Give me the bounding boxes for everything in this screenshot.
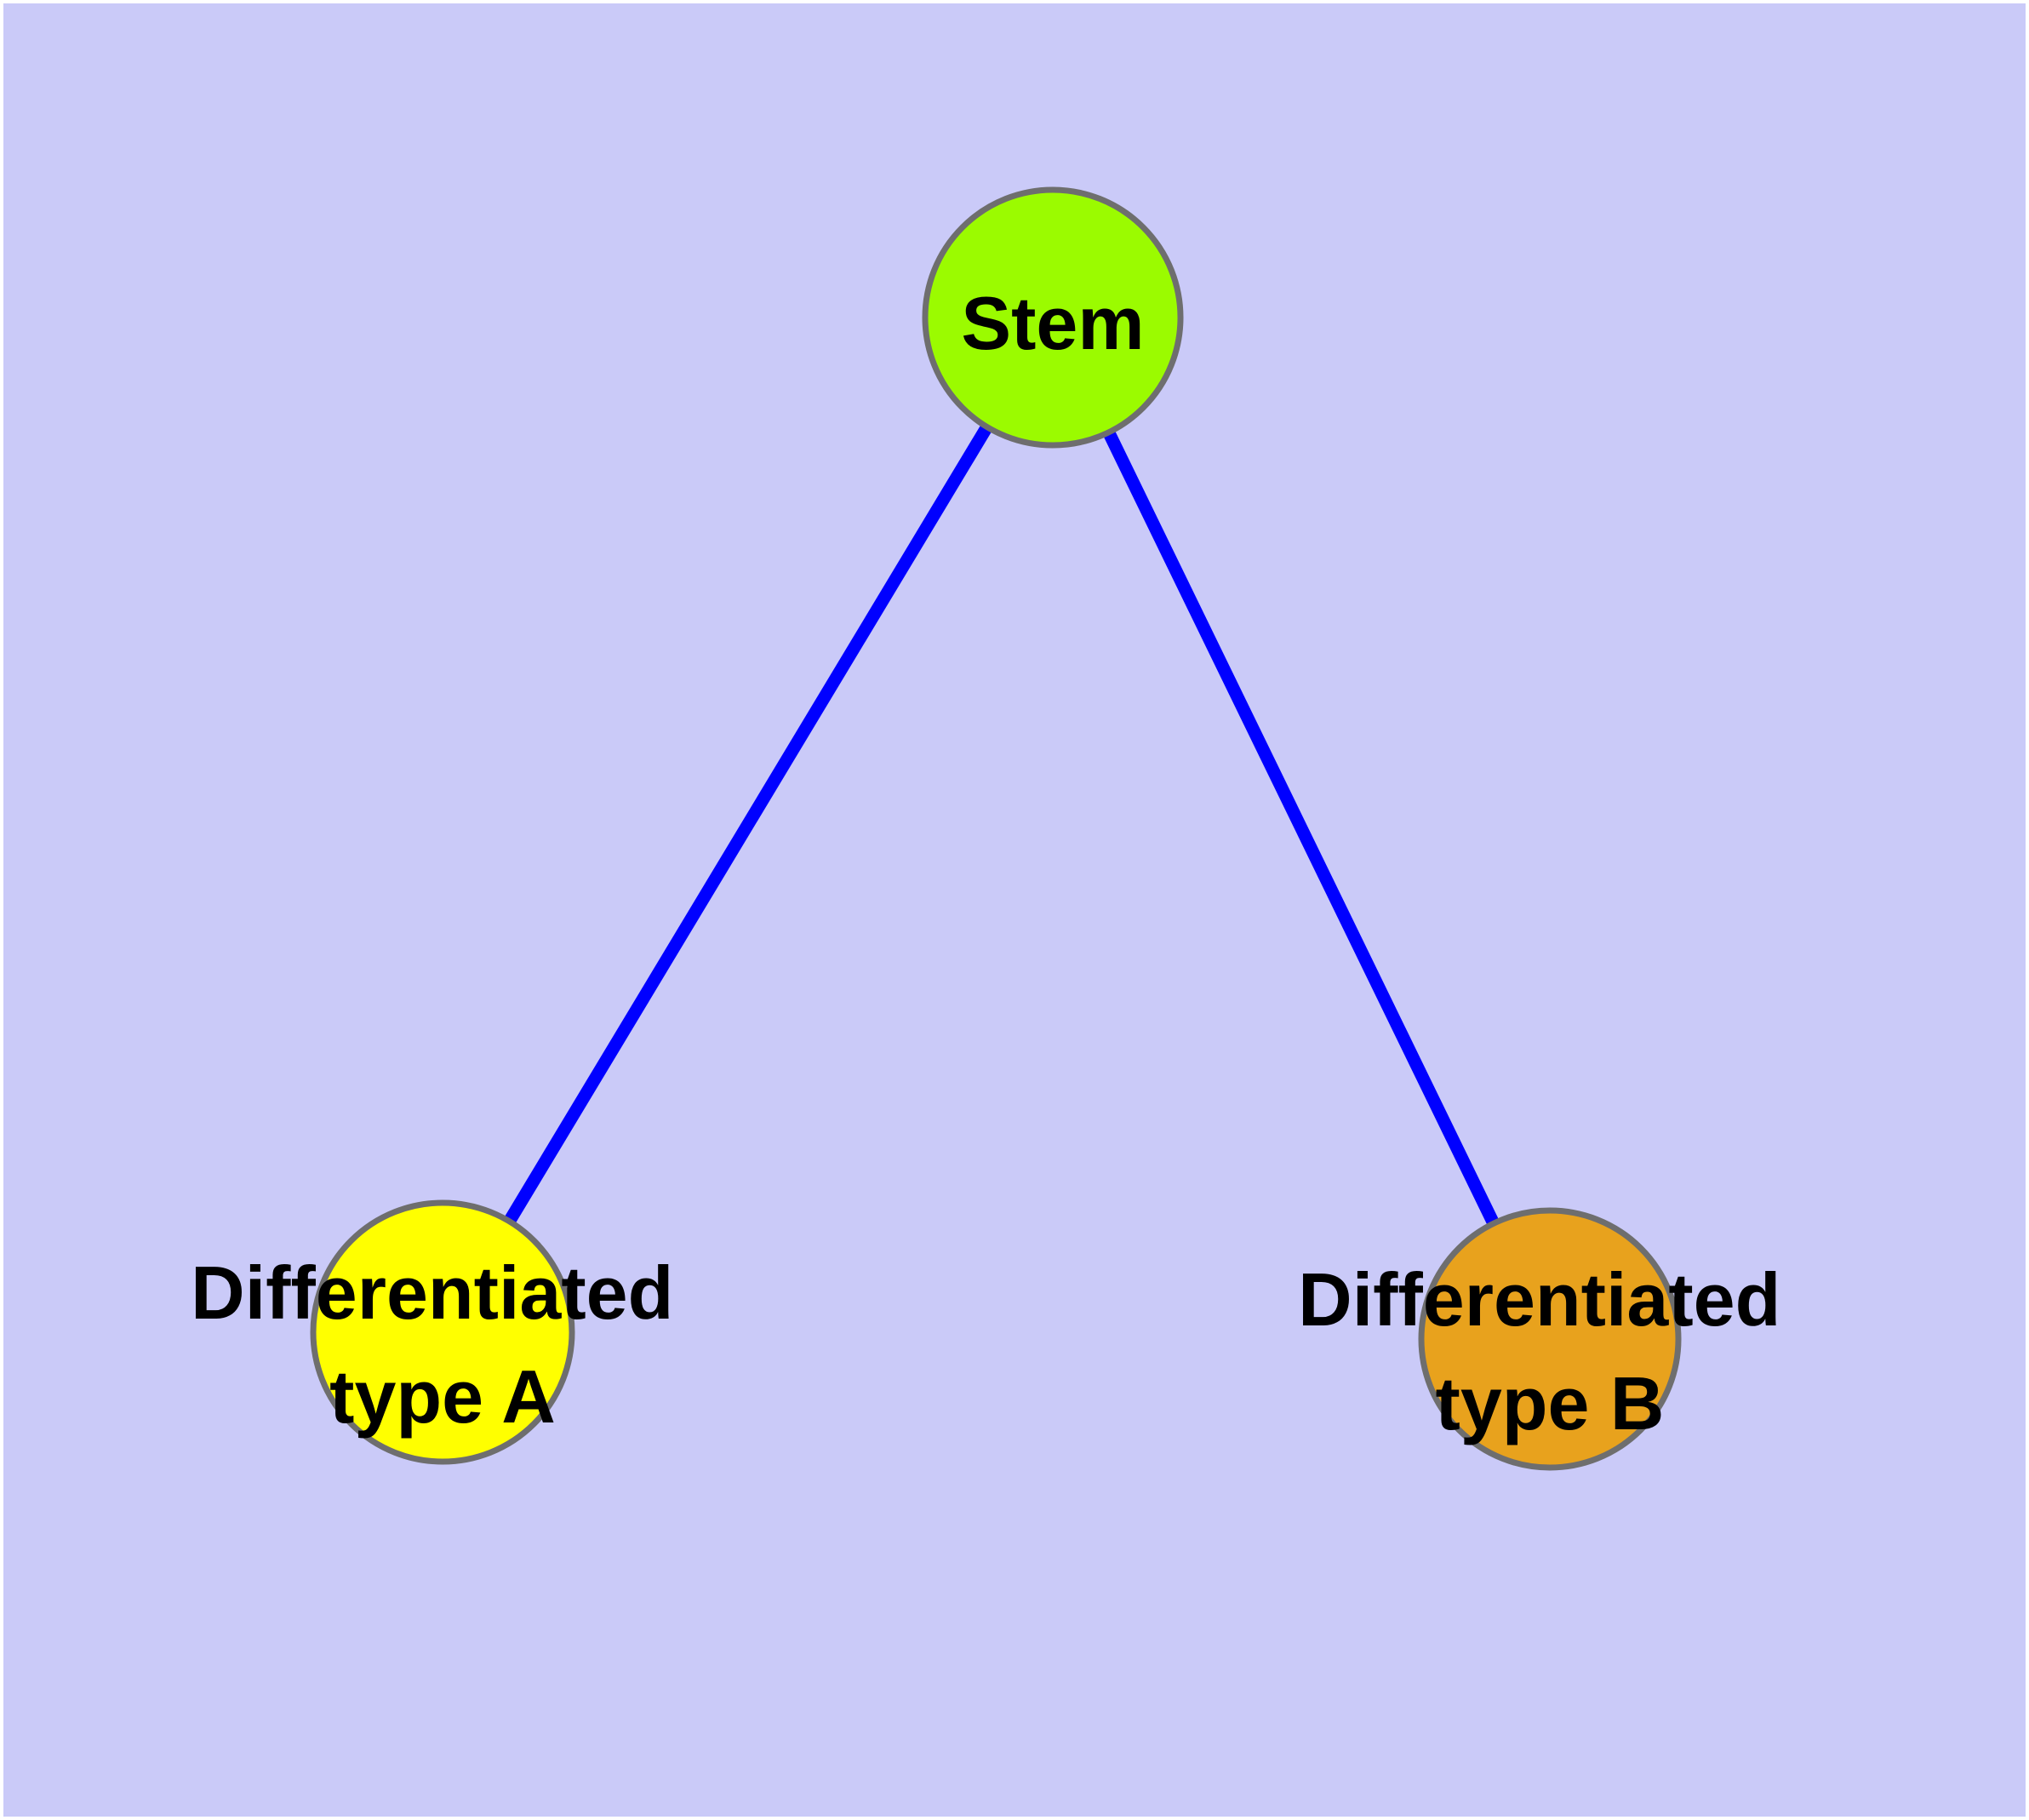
node-differentiated-type-b-label-line-1: Differentiated bbox=[1298, 1257, 1780, 1342]
edge-stem-to-type-b bbox=[1047, 314, 1556, 1342]
node-differentiated-type-a-label-line-1: Differentiated bbox=[191, 1251, 673, 1335]
node-differentiated-type-b-label-line-2: type B bbox=[1436, 1361, 1665, 1445]
node-differentiated-type-a-label: Differentiated type A bbox=[191, 1251, 694, 1439]
node-stem-label-line-1: Stem bbox=[961, 281, 1144, 365]
node-differentiated-type-a bbox=[310, 1199, 575, 1465]
edge-stem-to-type-a bbox=[437, 314, 1059, 1336]
node-differentiated-type-b-label: Differentiated type B bbox=[1298, 1257, 1802, 1445]
node-stem bbox=[922, 186, 1184, 449]
node-stem-label: Stem bbox=[961, 281, 1144, 365]
node-differentiated-type-b bbox=[1418, 1207, 1682, 1471]
node-differentiated-type-a-label-line-2: type A bbox=[329, 1354, 556, 1439]
